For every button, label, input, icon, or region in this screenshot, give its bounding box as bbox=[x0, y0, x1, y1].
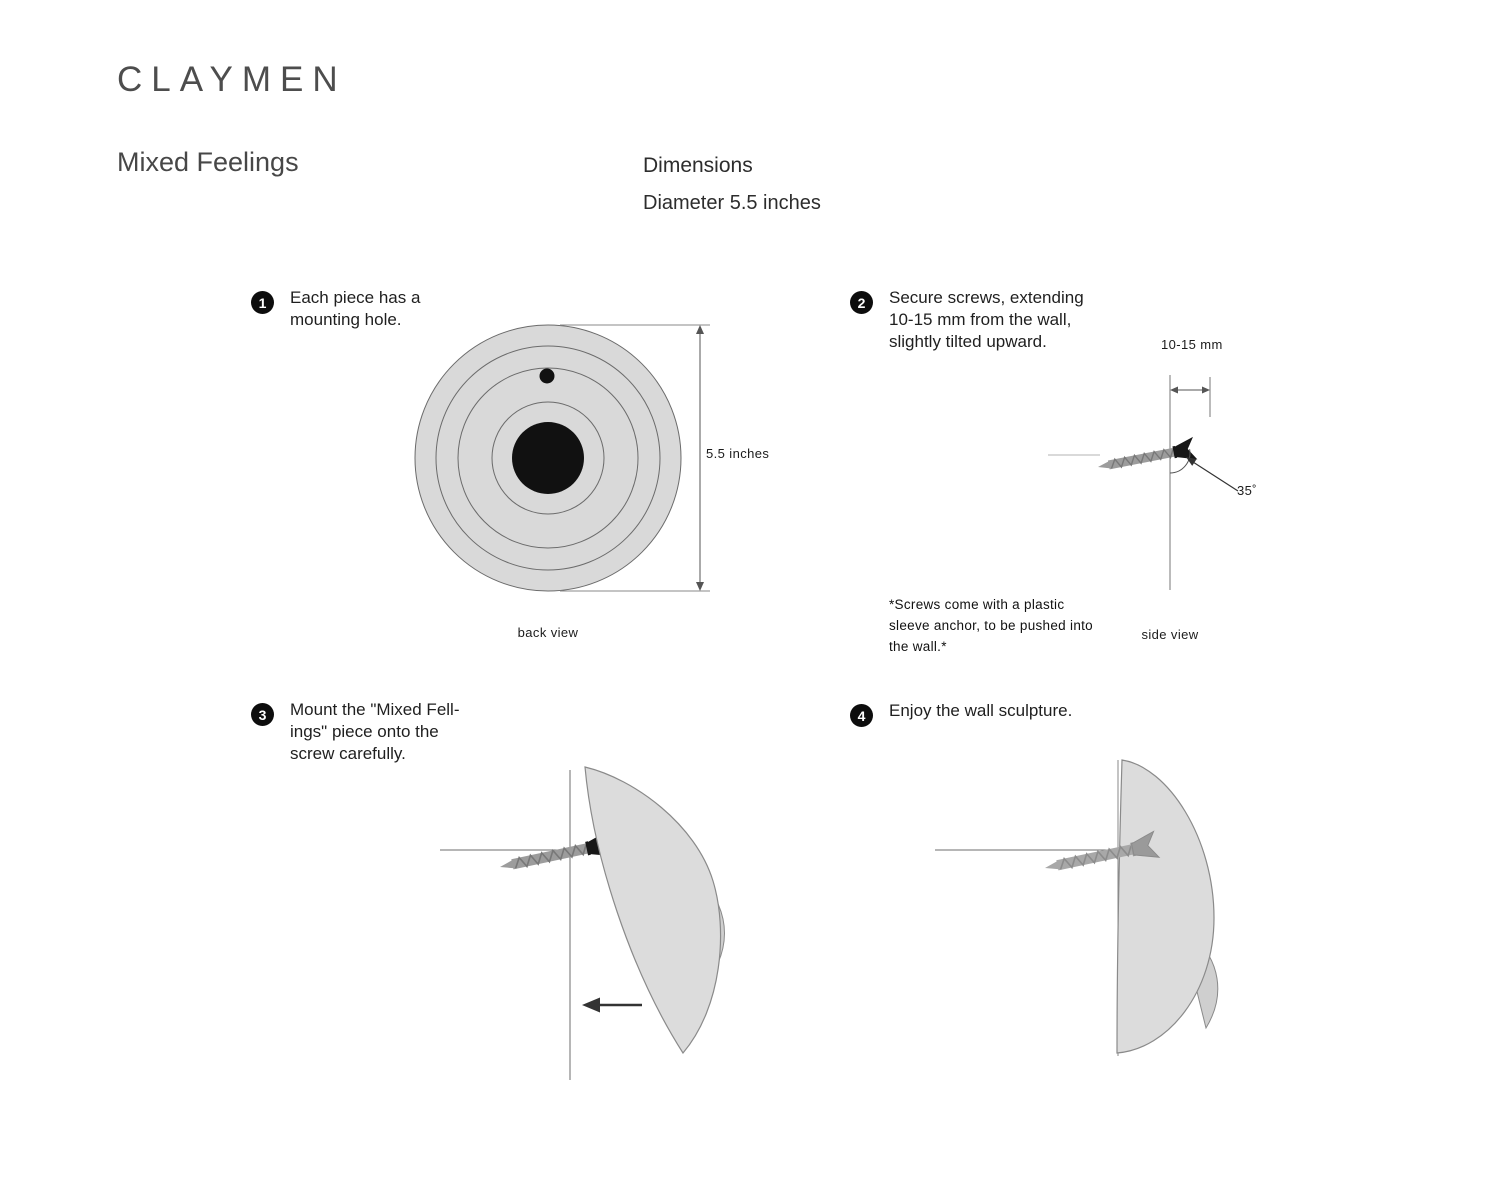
mounting-hole bbox=[539, 368, 555, 384]
distance-arrow-left bbox=[1170, 386, 1178, 394]
screw bbox=[1095, 436, 1199, 479]
dimension-arrow-down bbox=[696, 582, 704, 591]
product-title: Mixed Feelings bbox=[117, 147, 299, 177]
diameter-label: 5.5 inches bbox=[706, 446, 770, 461]
dimension-arrow-up bbox=[696, 325, 704, 334]
angle-label: 35˚ bbox=[1237, 483, 1257, 498]
back-view-illustration bbox=[414, 324, 710, 592]
anchor-note: *Screws come with a plastic sleeve ancho… bbox=[889, 597, 1093, 654]
sculpture-ring-1 bbox=[435, 345, 661, 571]
push-direction-arrowhead bbox=[582, 997, 600, 1013]
dimensions-heading: Dimensions bbox=[643, 154, 753, 177]
sculpture-ring-3 bbox=[491, 401, 605, 515]
step-4-badge: 4 bbox=[850, 704, 873, 727]
angle-arc bbox=[1169, 449, 1191, 474]
mounted-illustration bbox=[935, 759, 1219, 1056]
step-1-text: Each piece has a mounting hole. bbox=[290, 288, 421, 329]
side-view-label: side view bbox=[1141, 627, 1199, 642]
step-3-badge: 3 bbox=[251, 703, 274, 726]
side-view-illustration bbox=[1048, 375, 1239, 590]
step-1-badge: 1 bbox=[251, 291, 274, 314]
back-view-label: back view bbox=[517, 625, 579, 640]
sculpture-side-body bbox=[1116, 759, 1215, 1054]
dimensions-value: Diameter 5.5 inches bbox=[643, 192, 821, 214]
angle-pointer-arrowhead bbox=[1186, 457, 1197, 466]
sculpture-side-body bbox=[584, 766, 722, 1055]
angle-pointer-line bbox=[1192, 461, 1239, 492]
center-hole bbox=[512, 422, 584, 494]
distance-arrow-right bbox=[1202, 386, 1210, 394]
step-2-badge: 2 bbox=[850, 291, 873, 314]
sculpture-ring-2 bbox=[457, 367, 639, 549]
mounting-illustration bbox=[440, 766, 725, 1080]
brand-logo: CLAYMEN bbox=[117, 60, 347, 99]
screw-distance-label: 10-15 mm bbox=[1161, 337, 1223, 352]
step-4-text: Enjoy the wall sculpture. bbox=[889, 701, 1073, 720]
step-2-text: Secure screws, extending 10-15 mm from t… bbox=[889, 288, 1084, 351]
step-3-text: Mount the "Mixed Fell- ings" piece onto … bbox=[290, 700, 460, 763]
